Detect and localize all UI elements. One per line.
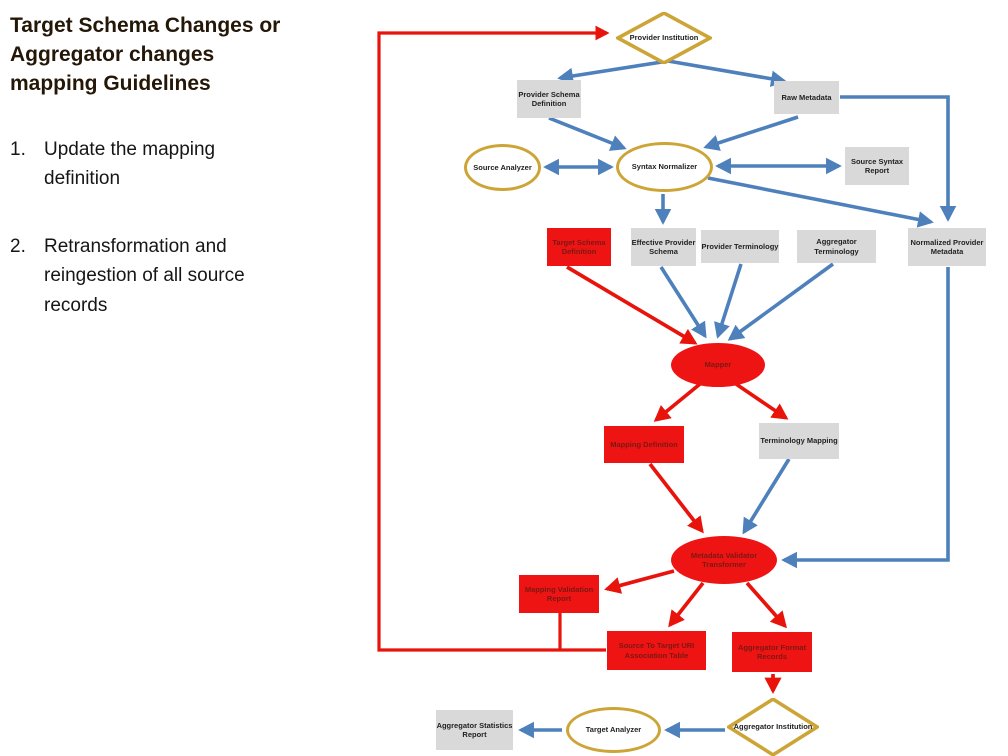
node-label: Aggregator Terminology bbox=[814, 237, 859, 256]
list-item: 1. Update the mapping definition bbox=[10, 135, 340, 194]
node-label: Target Schema Definition bbox=[552, 237, 606, 256]
node-mapper: Mapper bbox=[671, 343, 765, 387]
node-aggregator-institution: Aggregator Institution bbox=[727, 698, 819, 756]
node-source-syntax-report: Source Syntax Report bbox=[845, 147, 909, 185]
list-item-text: Update the mapping definition bbox=[44, 138, 216, 190]
arrow-provider-schema-definition-to-syntax-normalizer bbox=[548, 116, 627, 151]
node-mapping-definition: Mapping Definition bbox=[604, 426, 684, 463]
arrow-mapping-definition-to-metadata-validator-transformer bbox=[648, 462, 704, 534]
arrow-metadata-validator-transformer-to-source-to-target-table bbox=[668, 581, 705, 628]
node-normalized-provider-metadata: Normalized Provider Metadata bbox=[908, 228, 986, 266]
guidelines-list: 1. Update the mapping definition 2. Retr… bbox=[10, 135, 340, 320]
diamond-shape bbox=[616, 12, 712, 64]
list-item-number: 2. bbox=[10, 235, 26, 257]
slide-title: Target Schema Changes or Aggregator chan… bbox=[10, 14, 281, 95]
arrow-normalized-provider-metadata-to-metadata-validator-transformer bbox=[781, 267, 950, 569]
node-metadata-validator-transformer: Metadata Validator Transformer bbox=[671, 536, 777, 584]
node-label: Aggregator Statistics Report bbox=[436, 720, 513, 739]
node-raw-metadata: Raw Metadata bbox=[774, 81, 839, 114]
node-label: Effective Provider Schema bbox=[631, 237, 696, 256]
node-effective-provider-schema: Effective Provider Schema bbox=[631, 228, 696, 266]
node-syntax-normalizer: Syntax Normalizer bbox=[616, 142, 713, 192]
arrow-mapper-to-mapping-definition bbox=[653, 382, 702, 422]
arrow-metadata-validator-transformer-to-aggregator-format-records bbox=[745, 581, 787, 629]
node-aggregator-format-records: Aggregator Format Records bbox=[732, 632, 812, 672]
node-aggregator-statistics-report: Aggregator Statistics Report bbox=[436, 710, 513, 750]
node-label: Source To Target URI Association Table bbox=[618, 641, 695, 660]
node-label: Mapping Validation Report bbox=[524, 584, 594, 603]
node-label: Mapping Definition bbox=[610, 439, 678, 449]
node-label: Terminology Mapping bbox=[760, 436, 838, 446]
node-provider-schema-definition: Provider Schema Definition bbox=[517, 80, 581, 118]
node-target-schema-definition: Target Schema Definition bbox=[547, 228, 611, 266]
arrow-metadata-validator-transformer-to-mapping-validation-report bbox=[604, 569, 675, 594]
node-aggregator-terminology: Aggregator Terminology bbox=[797, 230, 876, 263]
arrow-aggregator-terminology-to-mapper bbox=[727, 262, 835, 341]
node-label: Syntax Normalizer bbox=[631, 162, 698, 172]
arrow-provider-institution-to-provider-schema-definition bbox=[557, 60, 663, 85]
arrow-syntax-normalizer-to-normalized-provider-metadata bbox=[707, 176, 934, 228]
node-provider-terminology: Provider Terminology bbox=[701, 230, 779, 263]
node-label: Provider Institution bbox=[629, 33, 699, 43]
arrow-target-schema-definition-to-mapper bbox=[566, 265, 698, 345]
node-label: Provider Terminology bbox=[701, 241, 779, 251]
arrow-provider-terminology-to-mapper bbox=[714, 263, 743, 339]
node-provider-institution: Provider Institution bbox=[616, 12, 712, 64]
node-label: Metadata Validator Transformer bbox=[690, 550, 758, 569]
node-mapping-validation-report: Mapping Validation Report bbox=[519, 575, 599, 613]
node-source-analyzer: Source Analyzer bbox=[464, 144, 541, 191]
list-item: 2. Retransformation and reingestion of a… bbox=[10, 232, 340, 320]
node-terminology-mapping: Terminology Mapping bbox=[759, 423, 839, 459]
node-label: Aggregator Format Records bbox=[738, 642, 806, 661]
arrow-terminology-mapping-to-metadata-validator-transformer bbox=[742, 458, 791, 535]
arrow-raw-metadata-to-normalized-provider-metadata bbox=[840, 95, 957, 222]
node-label: Raw Metadata bbox=[781, 92, 832, 102]
node-label: Source Analyzer bbox=[473, 162, 532, 172]
node-label: Normalized Provider Metadata bbox=[910, 237, 984, 256]
arrow-mapper-to-terminology-mapping bbox=[734, 382, 789, 420]
node-label: Provider Schema Definition bbox=[518, 89, 580, 108]
diamond-shape bbox=[727, 698, 819, 756]
list-item-number: 1. bbox=[10, 138, 26, 160]
arrow-feedback-loop-to-provider-institution bbox=[377, 25, 610, 652]
arrow-raw-metadata-to-syntax-normalizer bbox=[703, 115, 799, 151]
node-source-to-target-uri-association-table: Source To Target URI Association Table bbox=[607, 631, 706, 670]
arrow-provider-institution-to-raw-metadata bbox=[667, 59, 787, 87]
node-label: Target Analyzer bbox=[585, 725, 642, 735]
list-item-text: Retransformation and reingestion of all … bbox=[44, 235, 245, 316]
arrow-effective-provider-schema-to-mapper bbox=[659, 266, 707, 339]
node-label: Aggregator Institution bbox=[733, 722, 813, 732]
node-label: Source Syntax Report bbox=[850, 156, 904, 175]
node-label: Mapper bbox=[704, 360, 732, 370]
guidelines-panel: Target Schema Changes or Aggregator chan… bbox=[10, 12, 340, 320]
node-target-analyzer: Target Analyzer bbox=[566, 707, 661, 753]
